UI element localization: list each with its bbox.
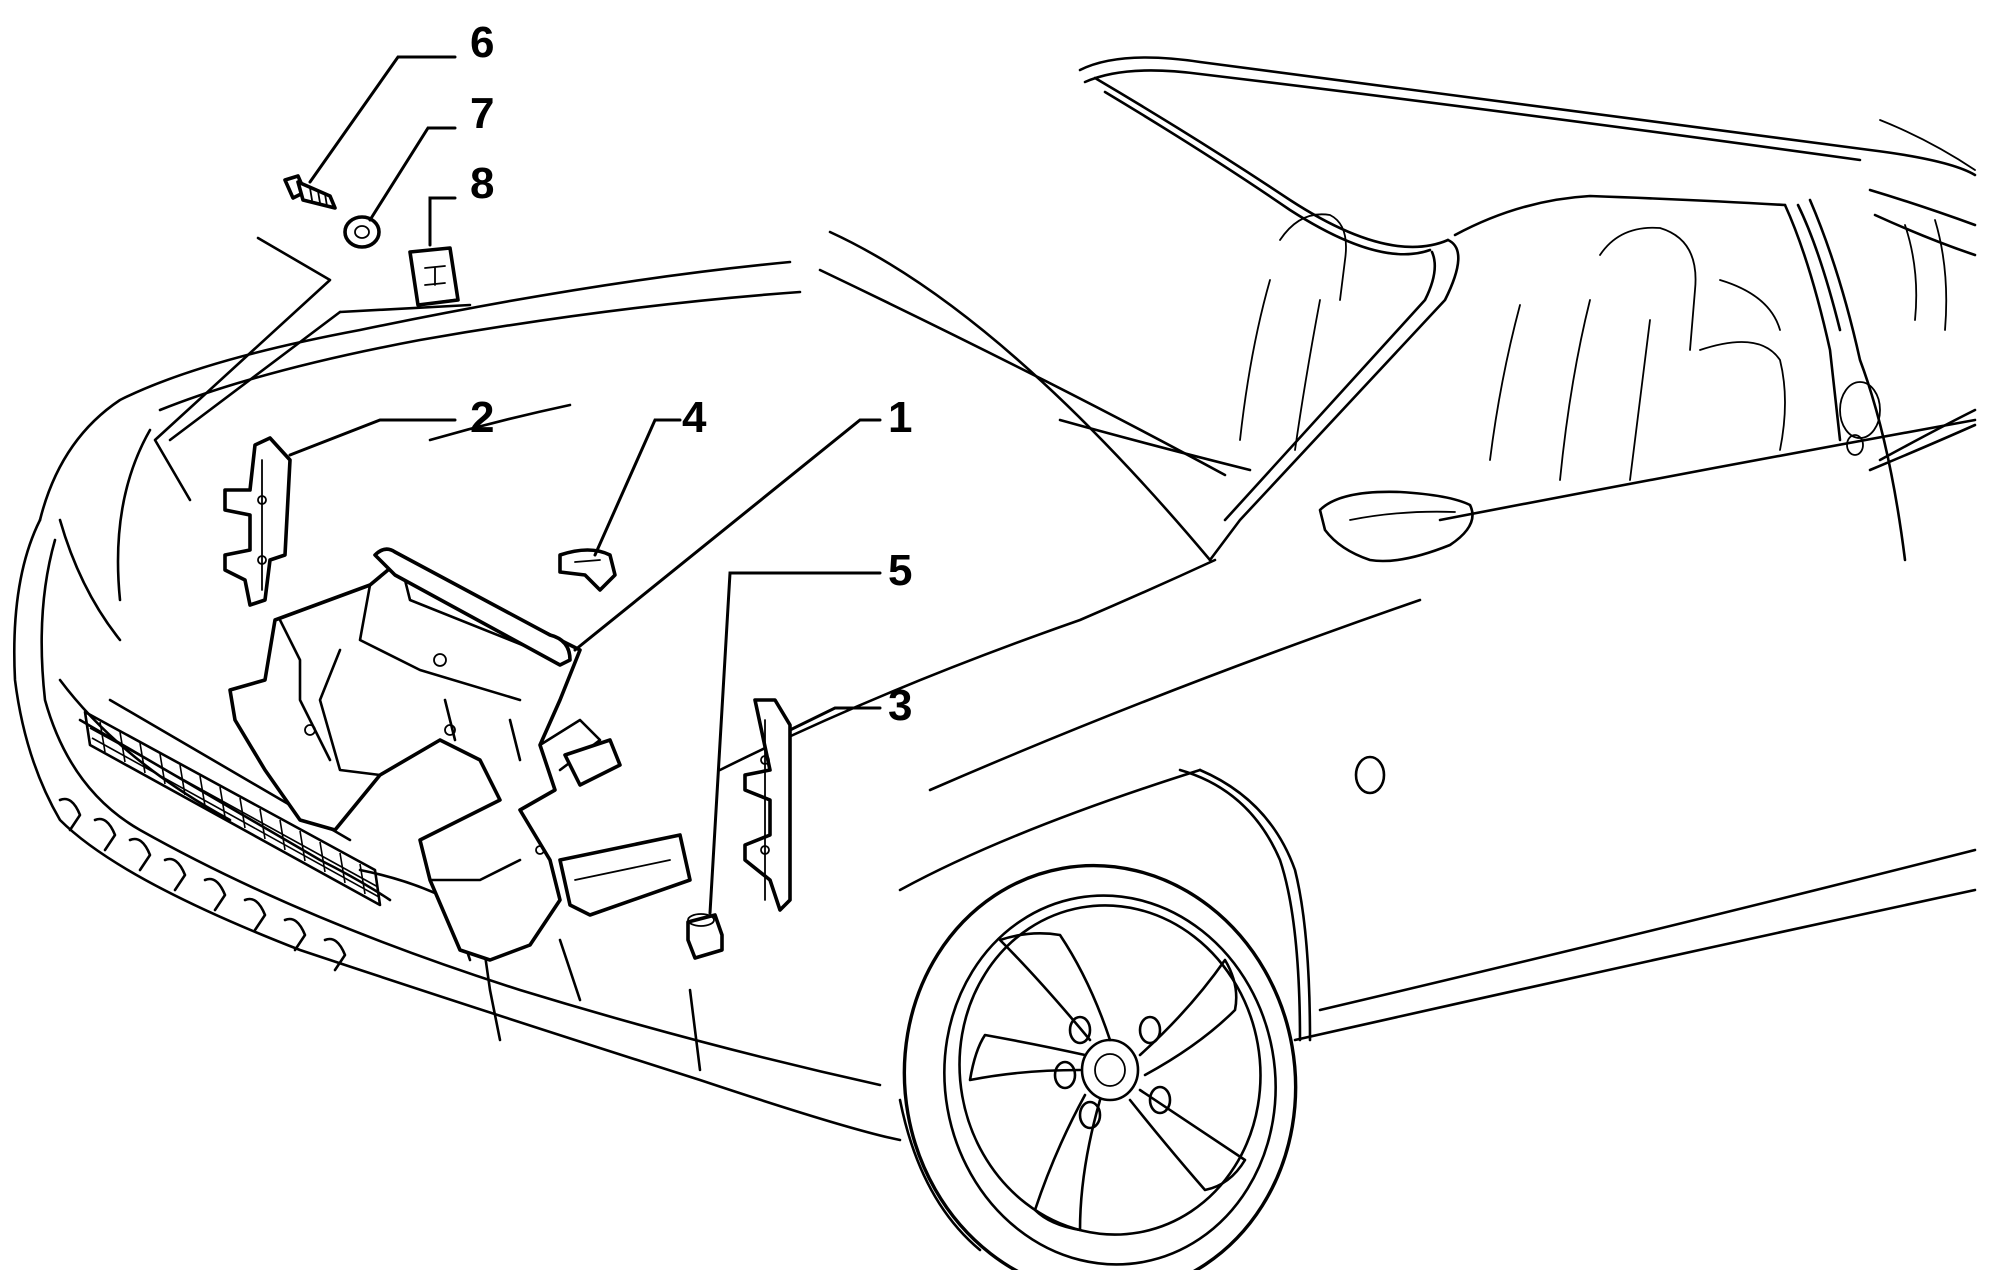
part-6-bolt (283, 174, 337, 210)
leader-8 (428, 196, 457, 247)
part-5-spacer (686, 913, 724, 960)
leader-5 (708, 571, 882, 915)
part-8-clip-nut (408, 246, 460, 307)
callout-3: 3 (888, 681, 912, 730)
part-3-right-bracket (743, 698, 792, 912)
lower-intake-slots (58, 797, 347, 972)
callout-7: 7 (470, 89, 494, 138)
leader-4 (593, 418, 682, 557)
detail-pointer-lines (153, 236, 472, 502)
leader-2 (288, 418, 457, 457)
leader-7 (368, 126, 457, 222)
leader-3 (788, 706, 882, 732)
leader-lines (288, 55, 882, 915)
callout-8: 8 (470, 159, 494, 208)
hood-and-front-bumper (12, 260, 902, 1142)
part-7-nut (343, 215, 381, 249)
grille-mesh (83, 710, 382, 907)
callout-1: 1 (888, 393, 912, 442)
part-2-left-bracket (223, 436, 292, 607)
callout-5: 5 (888, 546, 912, 595)
callout-2: 2 (470, 393, 494, 442)
leader-6 (308, 55, 457, 184)
part-4-clip (558, 548, 617, 592)
front-wheel (898, 863, 1298, 1270)
callout-4: 4 (682, 393, 707, 442)
callout-6: 6 (470, 18, 494, 67)
callout-numbers: 1 2 3 4 5 6 7 8 (470, 18, 912, 730)
car-body-outline (718, 56, 1977, 1042)
part-1-front-support-frame (228, 547, 692, 962)
leader-1 (573, 418, 882, 652)
